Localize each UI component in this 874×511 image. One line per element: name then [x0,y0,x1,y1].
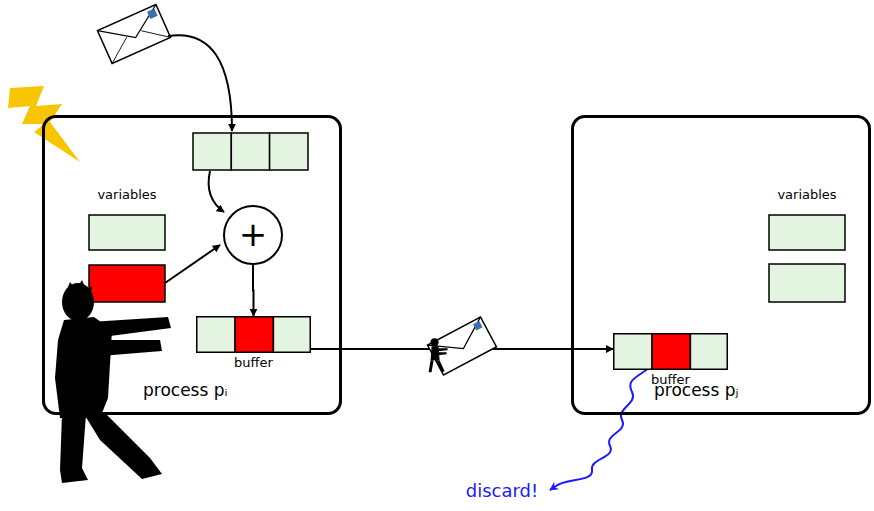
variable-cell [769,264,845,302]
process-name: process pᵢ [143,380,228,400]
variables-label: variables [777,187,836,203]
envelope-icon [97,5,170,64]
output-buffer: buffer [196,316,311,353]
buffer-cell [652,334,690,370]
variable-cell [89,215,165,250]
corrupted-variable [89,265,165,302]
buffer-cell [273,317,310,353]
buffer-label: buffer [232,355,275,371]
buffer-cell [690,334,727,370]
buffer-cell [235,317,273,353]
input-buffer: buffer [613,333,728,370]
adder-circle: + [223,205,283,265]
buffer-cell [614,334,652,370]
process-box: process pⱼ buffer [571,115,871,415]
discard-label: discard! [466,480,538,502]
process-box: process pᵢ + buffer [42,115,342,415]
variable-cell [769,215,845,250]
message-arrow [252,265,255,316]
variable-to-adder-arrow [165,245,220,283]
variables-label: variables [97,187,156,203]
buffer-cell [197,317,235,353]
incoming-buffer [193,133,308,170]
buffer-to-adder-arrow [209,171,224,212]
operator-symbol: + [239,217,268,251]
discard-squiggle [550,368,649,490]
zombie-envelope-icon [414,312,496,381]
buffer-cells [613,333,728,370]
process-name: process pⱼ [654,380,739,400]
buffer-cells [196,316,311,353]
